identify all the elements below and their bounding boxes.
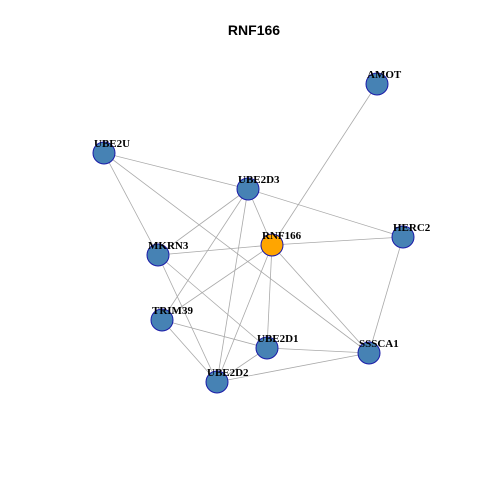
node-label-ube2u: UBE2U [94, 138, 130, 150]
diagram-title: RNF166 [228, 22, 280, 38]
edge-rnf166-amot [271, 83, 378, 246]
node-amot[interactable]: AMOT [365, 69, 402, 96]
node-label-ube2d1: UBE2D1 [257, 333, 299, 345]
node-ube2d3[interactable]: UBE2D3 [236, 174, 280, 201]
node-ube2u[interactable]: UBE2U [92, 138, 130, 165]
edge-herc2-sssca1 [368, 236, 404, 354]
node-label-trim39: TRIM39 [152, 305, 193, 317]
edge-trim39-ube2d2 [161, 319, 218, 383]
edge-ube2d3-herc2 [247, 188, 404, 238]
node-label-mkrn3: MKRN3 [148, 240, 189, 252]
node-herc2[interactable]: HERC2 [391, 222, 431, 249]
node-rnf166[interactable]: RNF166 [260, 230, 302, 257]
node-trim39[interactable]: TRIM39 [150, 305, 193, 332]
node-circle-trim39[interactable] [150, 308, 174, 332]
node-label-amot: AMOT [367, 69, 402, 81]
edge-ube2u-ube2d3 [103, 152, 249, 190]
node-label-sssca1: SSSCA1 [359, 338, 399, 350]
edge-rnf166-ube2d1 [266, 244, 273, 349]
edge-mkrn3-ube2d2 [157, 254, 218, 383]
edge-ube2d2-sssca1 [216, 352, 370, 383]
node-label-ube2d2: UBE2D2 [207, 367, 249, 379]
nodes-layer: RNF166 AMOT UBE2U UBE2D3HERC2MKRN3TRIM39UBE… [92, 69, 431, 394]
edges-layer [103, 83, 404, 383]
node-circle-amot[interactable] [365, 72, 389, 96]
edge-mkrn3-ube2d1 [157, 254, 268, 349]
node-circle-herc2[interactable] [391, 225, 415, 249]
node-sssca1[interactable]: SSSCA1 [357, 338, 399, 365]
edge-ube2u-mkrn3 [103, 152, 159, 256]
edge-ube2d3-ube2d2 [216, 188, 249, 383]
edge-rnf166-mkrn3 [157, 244, 273, 256]
edge-ube2d3-mkrn3 [157, 188, 249, 256]
edge-trim39-ube2d1 [161, 319, 268, 349]
edge-ube2u-sssca1 [103, 152, 370, 354]
node-circle-rnf166[interactable] [260, 233, 284, 257]
node-mkrn3[interactable]: MKRN3 [146, 240, 189, 267]
node-ube2d2[interactable]: UBE2D2 [205, 367, 249, 394]
node-label-herc2: HERC2 [393, 222, 431, 234]
edge-ube2d3-trim39 [161, 188, 249, 321]
edge-ube2d1-sssca1 [266, 347, 370, 354]
edge-rnf166-ube2d2 [216, 244, 273, 383]
edge-rnf166-trim39 [161, 244, 273, 321]
node-circle-sssca1[interactable] [357, 341, 381, 365]
node-ube2d1[interactable]: UBE2D1 [255, 333, 299, 360]
node-label-rnf166: RNF166 [262, 230, 302, 242]
node-label-ube2d3: UBE2D3 [238, 174, 280, 186]
node-circle-ube2d2[interactable] [205, 370, 229, 394]
node-circle-ube2u[interactable] [92, 141, 116, 165]
edge-rnf166-herc2 [271, 236, 404, 246]
node-circle-ube2d3[interactable] [236, 177, 260, 201]
node-circle-ube2d1[interactable] [255, 336, 279, 360]
edge-rnf166-sssca1 [271, 244, 370, 354]
node-circle-mkrn3[interactable] [146, 243, 170, 267]
